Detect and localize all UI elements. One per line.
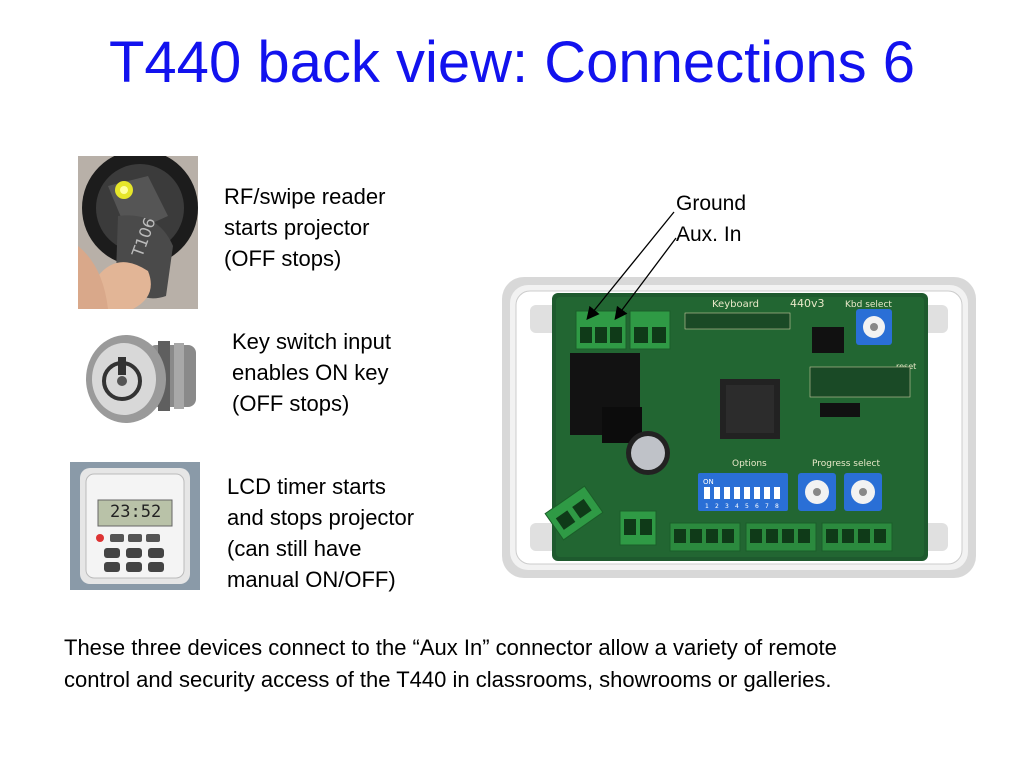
dip-number: 3 bbox=[725, 503, 729, 510]
dip-number: 5 bbox=[745, 503, 749, 510]
reset-label: reset bbox=[896, 362, 916, 371]
options-label: Options bbox=[732, 459, 767, 469]
key-switch-caption: Key switch input enables ON key (OFF sto… bbox=[232, 326, 391, 419]
footer-line: control and security access of the T440 … bbox=[64, 667, 832, 692]
caption-line: LCD timer starts bbox=[227, 474, 386, 499]
lcd-display-readout: 23:52 bbox=[110, 502, 162, 522]
caption-line: and stops projector bbox=[227, 505, 415, 530]
footer-line: These three devices connect to the “Aux … bbox=[64, 635, 837, 660]
caption-line: enables ON key bbox=[232, 360, 389, 385]
caption-line: starts projector bbox=[224, 215, 370, 240]
rf-reader-photo: T106 bbox=[78, 156, 198, 309]
caption-line: (OFF stops) bbox=[232, 391, 350, 416]
dip-on-label: ON bbox=[703, 478, 714, 486]
aux-in-label: Aux. In bbox=[676, 223, 742, 246]
dip-number: 8 bbox=[775, 503, 779, 510]
kbd-select-label: Kbd select bbox=[845, 300, 892, 310]
dip-number: 1 bbox=[705, 503, 709, 510]
dip-number: 2 bbox=[715, 503, 719, 510]
keyboard-label: Keyboard bbox=[712, 299, 759, 310]
caption-line: (OFF stops) bbox=[224, 246, 342, 271]
dip-number: 7 bbox=[765, 503, 769, 510]
lcd-timer-body bbox=[80, 468, 190, 584]
model-label: 440v3 bbox=[790, 297, 825, 310]
key-switch-photo bbox=[78, 323, 206, 433]
lcd-timer-caption: LCD timer starts and stops projector (ca… bbox=[227, 471, 414, 595]
slide-title: T440 back view: Connections 6 bbox=[109, 30, 915, 95]
dip-number: 6 bbox=[755, 503, 759, 510]
caption-line: (can still have bbox=[227, 536, 362, 561]
lcd-timer-photo: 23:52 bbox=[70, 462, 200, 590]
caption-line: RF/swipe reader bbox=[224, 184, 386, 209]
footer-description: These three devices connect to the “Aux … bbox=[64, 632, 1004, 696]
rf-reader-caption: RF/swipe reader starts projector (OFF st… bbox=[224, 181, 385, 274]
progress-select-label: Progress select bbox=[812, 459, 880, 469]
t440-circuit-board-photo: Keyboard 440v3 Kbd select reset Options … bbox=[502, 277, 976, 578]
dip-number: 4 bbox=[735, 503, 739, 510]
ground-label: Ground bbox=[676, 192, 747, 215]
caption-line: Key switch input bbox=[232, 329, 391, 354]
aux-in-callout: Ground Aux. In bbox=[676, 188, 746, 250]
caption-line: manual ON/OFF) bbox=[227, 567, 396, 592]
